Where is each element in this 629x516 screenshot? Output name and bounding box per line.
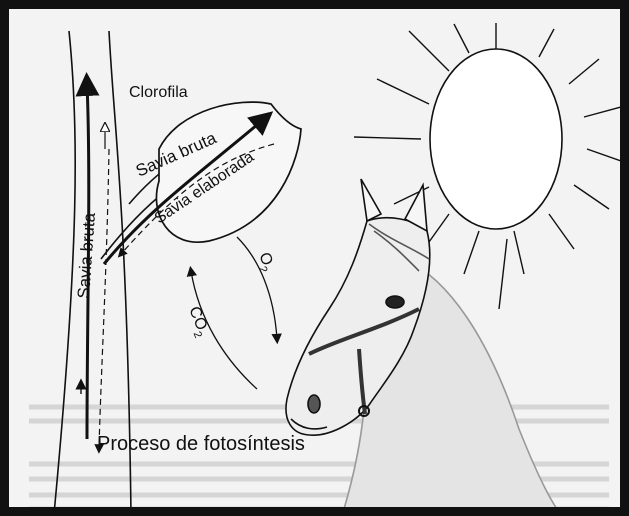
label-o2-subscript: 2 xyxy=(256,265,269,275)
sun-icon xyxy=(353,23,620,310)
label-co2: CO 2 xyxy=(185,304,210,340)
label-co2-main: CO xyxy=(185,304,210,333)
label-co2-subscript: 2 xyxy=(191,330,204,340)
label-savia-bruta-stem: Savia bruta xyxy=(74,212,99,300)
label-o2-main: O xyxy=(255,250,275,268)
stem-icon xyxy=(53,30,132,507)
caption-proceso-fotosintesis: Proceso de fotosíntesis xyxy=(97,433,305,455)
horse-head-icon xyxy=(285,178,557,507)
label-clorofila: Clorofila xyxy=(129,84,188,101)
photosynthesis-diagram: Clorofila Savia bruta Savia elaborada Sa… xyxy=(29,23,620,507)
leaf-icon xyxy=(100,101,302,390)
label-o2: O 2 xyxy=(255,250,275,275)
